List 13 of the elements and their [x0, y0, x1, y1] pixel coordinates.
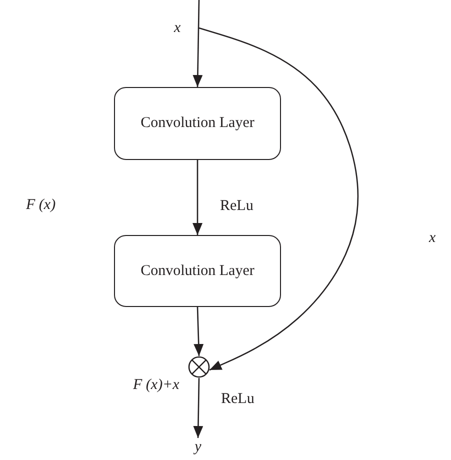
process-box — [114, 235, 281, 307]
arrow — [192, 0, 203, 88]
box-label: Convolution Layer — [140, 115, 254, 132]
output-label: y — [194, 438, 202, 456]
arrow — [193, 378, 204, 438]
arrow — [194, 306, 204, 356]
sum-label: F (x)+x — [133, 376, 180, 394]
arrow — [198, 27, 358, 371]
arrow — [192, 160, 202, 235]
process-box — [114, 87, 281, 160]
function-label: F (x) — [26, 196, 56, 214]
box-label: Convolution Layer — [140, 262, 254, 280]
multiply-circle — [188, 356, 210, 378]
